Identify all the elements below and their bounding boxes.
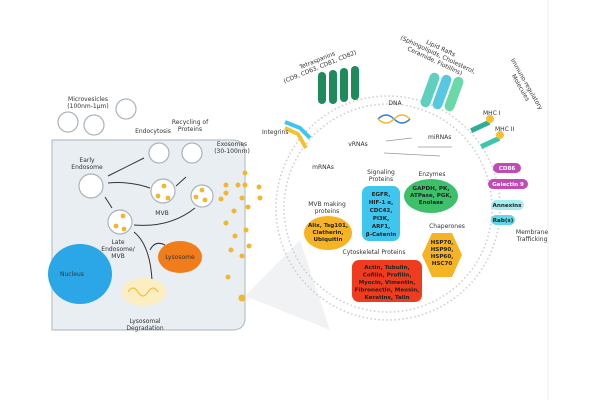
- cd86-pill: [493, 163, 521, 173]
- exosome-dots: [218, 170, 263, 302]
- rabs-pill: [491, 215, 515, 225]
- intraluminal-vesicles: [113, 183, 208, 232]
- lysosomal-degradation-blob: [122, 278, 166, 306]
- chaperones-hexagon: [422, 233, 462, 277]
- mhc1-label: MHC I: [483, 110, 501, 117]
- lysosome: [158, 241, 202, 273]
- mvb-proteins-title: MVB making: [308, 201, 346, 208]
- lysosome-label: Lysosome: [165, 254, 195, 261]
- microvesicle: [115, 98, 137, 120]
- signaling-title: Signaling: [367, 169, 395, 176]
- enzymes-ellipse: [404, 179, 458, 213]
- svg-text:Exosomes(30-100nm): Exosomes(30-100nm): [214, 141, 250, 155]
- svg-text:Microvesicles(100nm-1μm): Microvesicles(100nm-1μm): [67, 96, 108, 110]
- galectin-label: Galectin 9: [492, 182, 524, 188]
- nucleus-label: Nucleus: [60, 271, 84, 278]
- mirna-icons: [383, 137, 452, 157]
- mvb-proteins-ellipse: [304, 216, 352, 250]
- mirnas-label: miRNAs: [428, 134, 451, 141]
- annexins-pill: [491, 200, 524, 210]
- cytoskeletal-title: Cytoskeletal Proteins: [343, 249, 406, 256]
- late-endosome: [107, 209, 133, 235]
- nucleus: [48, 244, 112, 304]
- microvesicle: [57, 111, 79, 133]
- zoom-cone: [245, 240, 330, 330]
- dna-label: DNA: [388, 100, 402, 107]
- mhc2-label: MHC II: [495, 126, 515, 133]
- mhc-icons: [470, 115, 504, 149]
- membrane-trafficking-label: Membrane: [516, 229, 548, 236]
- cd86-label: CD86: [499, 166, 516, 172]
- mvb-proteins-items: Alix, Tsg101,Clatherin,Ubiquitin: [308, 223, 348, 243]
- annexins-label: Annexins: [493, 203, 523, 209]
- recycling-vesicle: [181, 142, 203, 164]
- microvesicle: [83, 114, 105, 136]
- chaperones-title: Chaperones: [429, 223, 465, 230]
- integrins-label: Integrins: [262, 129, 289, 136]
- cytoskeletal-box: [352, 260, 422, 302]
- signaling-box: [362, 186, 400, 241]
- enzymes-items: GAPDH, PK,ATPase, PGK,Enolase: [410, 186, 452, 206]
- galectin-pill: [488, 179, 528, 189]
- pathway-arrows: [104, 157, 196, 281]
- mvb: [150, 178, 176, 204]
- microvesicles-label: Microvesicles: [68, 96, 108, 103]
- early-endosome: [78, 173, 104, 199]
- chaperones-items: HSP70,HSP90,HSP60,HSC70: [431, 240, 454, 267]
- early-endosome-label: Early: [79, 157, 95, 164]
- endocytosis-label: Endocytosis: [135, 128, 171, 135]
- mrnas-label: mRNAs: [312, 164, 334, 171]
- exosome-release-vesicle: [190, 184, 214, 208]
- degradation-label: Lysosomal: [129, 318, 160, 325]
- dna-icon: [377, 114, 411, 124]
- tetraspanin-icon: [318, 66, 359, 104]
- immuno-label: Immuno-regulatoryMolecules: [503, 57, 544, 115]
- integrin-icon: [284, 120, 312, 149]
- lipid-raft-icon: [420, 72, 464, 112]
- signaling-items: EGFR,HIF-1 α,CDC42,PI3K,ARF1,β-Catenin: [366, 192, 397, 238]
- rabs-label: Rab(s): [493, 218, 514, 224]
- mvb-label: MVB: [155, 210, 168, 217]
- vrnas-label: vRNAs: [348, 141, 367, 148]
- endocytic-vesicle: [148, 142, 170, 164]
- lipid-rafts-label: Lipid Rafts(Sphingolipids, Cholesterol,C…: [396, 28, 479, 82]
- late-endosome-label: Late: [111, 239, 124, 246]
- recycling-label: Recycling of: [172, 119, 209, 126]
- cytoskeletal-items: Actin, Tubulin,Cofilin, Profilin,Myocin,…: [355, 265, 420, 301]
- enzymes-title: Enzymes: [419, 171, 446, 178]
